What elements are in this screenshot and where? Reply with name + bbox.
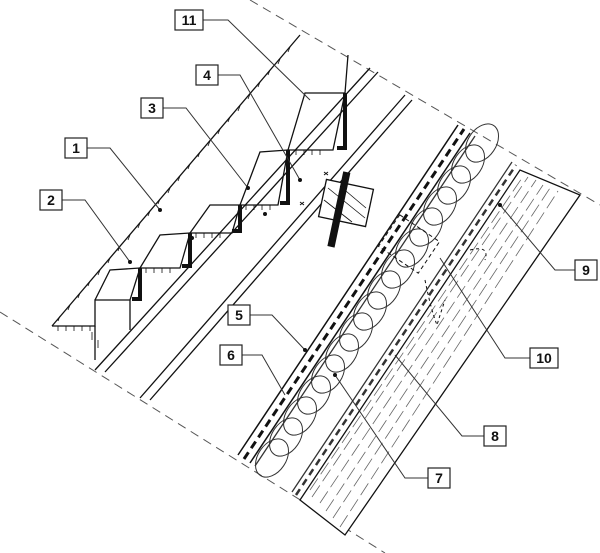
svg-text:8: 8 xyxy=(491,428,499,444)
tile-step-outline xyxy=(52,54,349,327)
leader-lines xyxy=(62,19,575,479)
callout-2: 2 xyxy=(39,189,63,211)
svg-text:4: 4 xyxy=(203,67,211,83)
callout-1: 1 xyxy=(64,137,88,159)
svg-text:10: 10 xyxy=(536,350,552,366)
callouts: 1 2 3 4 5 6 7 8 xyxy=(39,9,598,489)
callout-5: 5 xyxy=(227,304,251,326)
callout-7: 7 xyxy=(427,467,451,489)
callout-4: 4 xyxy=(195,64,219,86)
tile-edge-ticks xyxy=(57,46,291,322)
concrete-deck xyxy=(299,169,581,536)
tile-step-ticks xyxy=(57,150,321,348)
callout-9: 9 xyxy=(574,259,598,281)
callout-6: 6 xyxy=(219,344,243,366)
callout-11: 11 xyxy=(174,9,204,31)
battens xyxy=(94,67,413,401)
svg-text:5: 5 xyxy=(235,307,243,323)
vent-detail xyxy=(377,214,487,327)
svg-text:7: 7 xyxy=(435,470,443,486)
leader-dots xyxy=(128,178,502,377)
membrane-layers xyxy=(237,124,471,464)
svg-text:9: 9 xyxy=(582,262,590,278)
callout-3: 3 xyxy=(140,97,164,119)
svg-text:11: 11 xyxy=(182,12,197,28)
svg-text:6: 6 xyxy=(227,347,235,363)
tile-clips xyxy=(132,93,347,301)
svg-text:3: 3 xyxy=(148,100,156,116)
rafter-fixing xyxy=(299,171,375,248)
insulation-layer xyxy=(254,123,518,496)
svg-text:1: 1 xyxy=(72,140,80,156)
svg-text:2: 2 xyxy=(47,192,55,208)
callout-10: 10 xyxy=(529,347,559,369)
callout-8: 8 xyxy=(483,425,507,447)
